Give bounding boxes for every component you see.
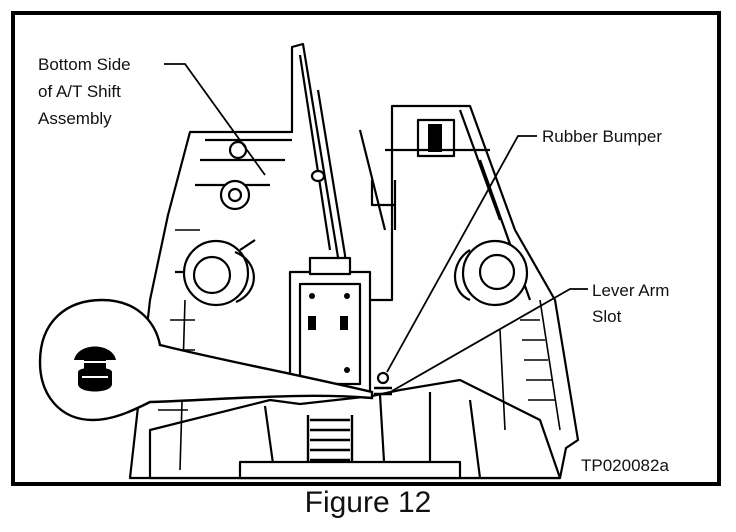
magnifier-inset bbox=[38, 298, 374, 422]
center-box bbox=[288, 270, 372, 394]
magnifier-outline bbox=[38, 298, 374, 422]
callout-lever-arm-slot: Lever Arm Slot bbox=[592, 281, 669, 326]
top-slot-block bbox=[416, 118, 456, 158]
callout-bottom-side-line3: Assembly bbox=[38, 109, 112, 128]
bumper-closeup bbox=[74, 346, 116, 392]
callout-bottom-side-line1: Bottom Side bbox=[38, 55, 131, 74]
figure-caption: Figure 12 bbox=[304, 486, 432, 519]
callout-bottom-side-line2: of A/T Shift bbox=[38, 82, 121, 101]
channel-hole bbox=[310, 169, 326, 183]
callout-rubber-bumper: Rubber Bumper bbox=[542, 127, 662, 146]
leader-lines bbox=[164, 63, 588, 392]
rubber-bumper bbox=[376, 371, 390, 385]
figure-code: TP020082a bbox=[581, 456, 669, 475]
lever-arm-slot bbox=[374, 386, 392, 396]
callout-lever-arm-slot-line1: Lever Arm bbox=[592, 281, 669, 300]
leader-rubber-bumper bbox=[386, 135, 537, 373]
callout-lever-arm-slot-line2: Slot bbox=[592, 307, 622, 326]
callout-bottom-side: Bottom Side of A/T Shift Assembly bbox=[38, 55, 131, 128]
leader-bottom-side bbox=[164, 63, 266, 176]
leader-lever-arm-slot bbox=[391, 288, 588, 392]
